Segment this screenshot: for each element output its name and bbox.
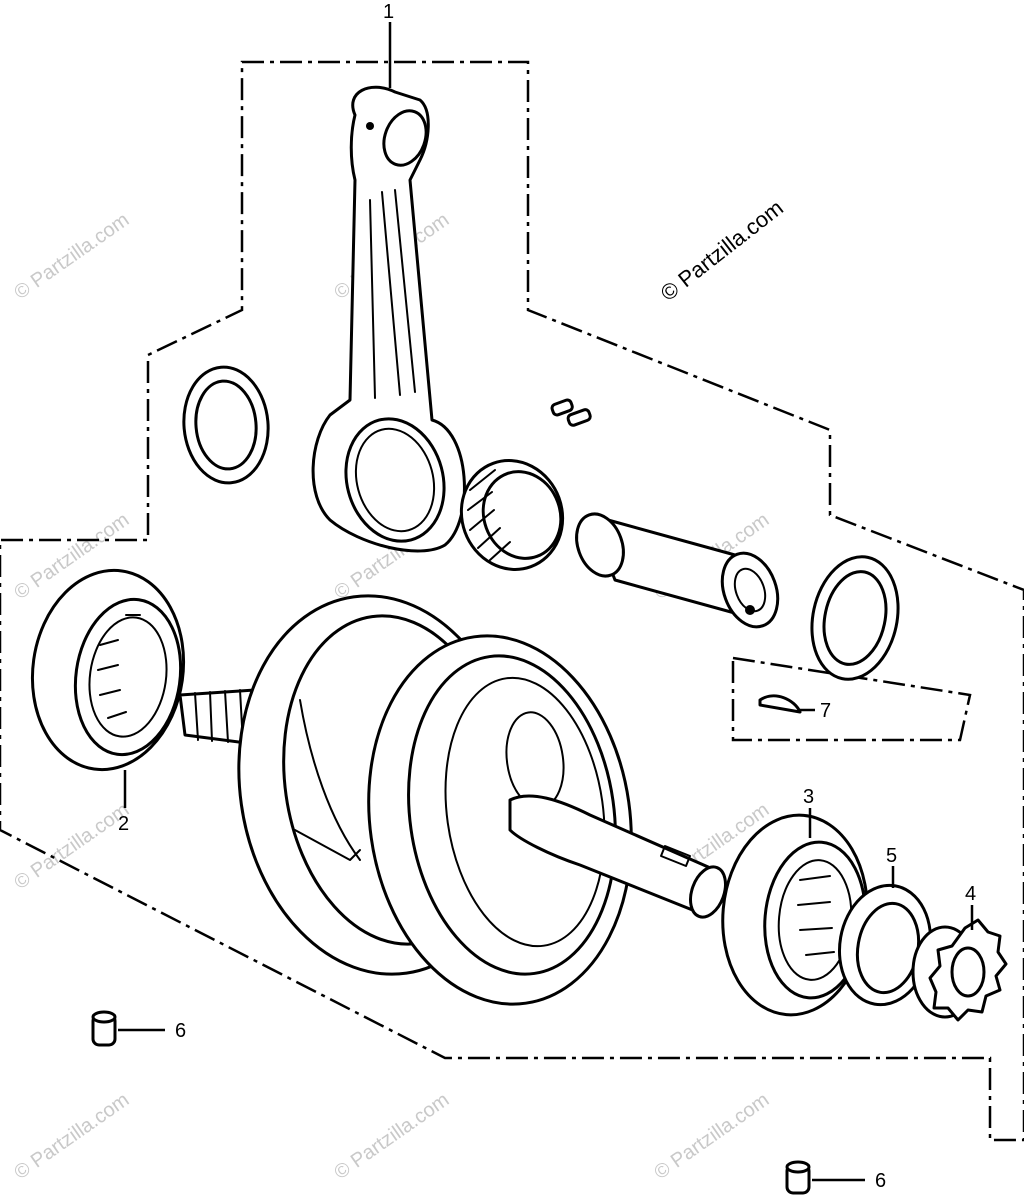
dowel-pin (91, 1010, 117, 1047)
connecting-rod (311, 85, 466, 553)
thrust-washer-left (182, 365, 270, 485)
small-pins (550, 398, 592, 427)
needle-bearing (459, 459, 565, 571)
radial-ball-bearing-left (30, 568, 186, 772)
assembly-boundary (0, 60, 1024, 1142)
woodruff-key (758, 694, 802, 714)
crank-pin (575, 512, 780, 629)
dowel-pin (785, 1160, 811, 1195)
callout-number: 6 (875, 1170, 886, 1192)
thrust-washer-right (810, 555, 900, 681)
watermark: © Partzilla.com (10, 799, 133, 894)
watermark: © Partzilla.com (10, 1089, 133, 1184)
watermark: © Partzilla.com (650, 1089, 773, 1184)
watermark: © Partzilla.com (330, 1089, 453, 1184)
callout-number: 6 (175, 1020, 186, 1042)
callout-number: 3 (803, 786, 814, 808)
callout-number: 1 (383, 1, 394, 23)
callout-number: 2 (118, 813, 129, 835)
timing-sprocket (911, 918, 1008, 1022)
crankshaft-flywheel-assembly (178, 594, 727, 1006)
copyright-label: © Partzilla.com (656, 195, 788, 306)
callout-number: 4 (965, 883, 976, 905)
callout-number: 5 (886, 845, 897, 867)
watermark: © Partzilla.com (10, 209, 133, 304)
key-group-boundary (731, 656, 972, 742)
callout-number: 7 (820, 700, 831, 722)
